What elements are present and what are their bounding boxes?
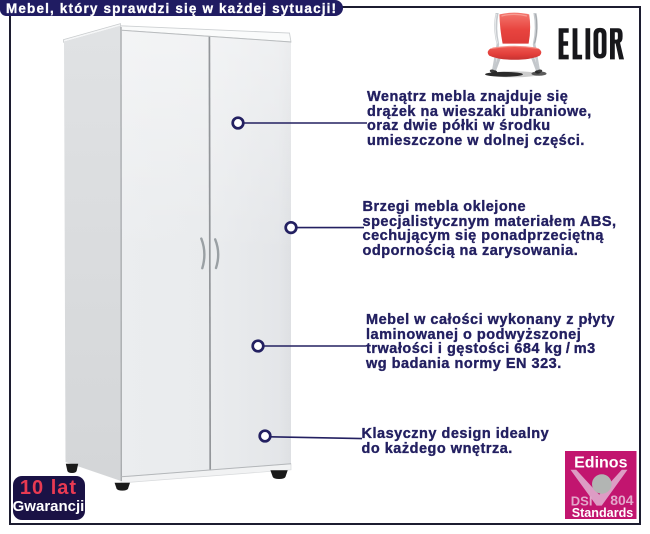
- svg-text:Standards: Standards: [572, 506, 634, 520]
- svg-text:Edinos: Edinos: [574, 454, 627, 471]
- svg-text:DSI: DSI: [571, 493, 593, 508]
- svg-text:804: 804: [610, 492, 634, 508]
